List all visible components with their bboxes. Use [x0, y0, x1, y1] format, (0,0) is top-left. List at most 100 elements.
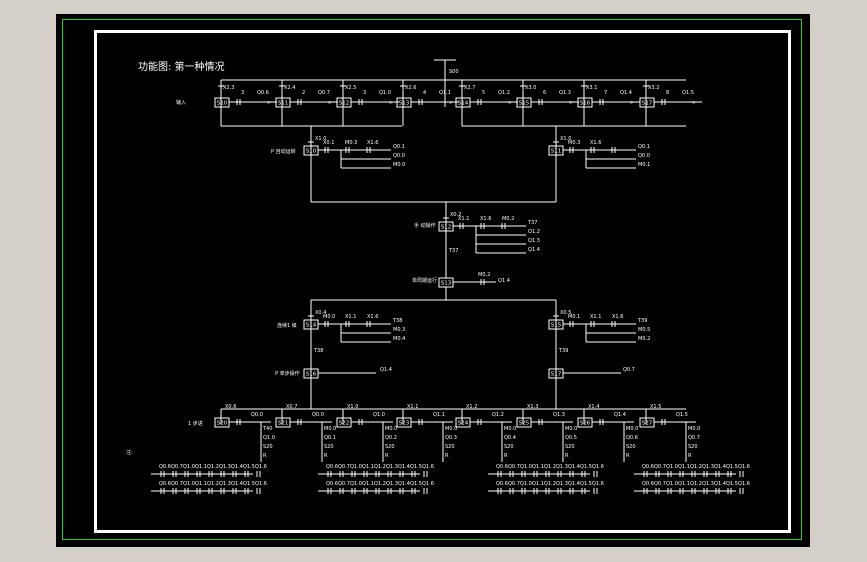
bottom-coil-7-2: S20: [688, 444, 698, 450]
bottom-coil-1-0: M0.0: [324, 426, 336, 432]
bottom-row-label-1-1-6: Q1.4: [398, 481, 410, 487]
top-arrow-3: >: [449, 100, 453, 106]
s11-step-coil-label: Q0.1: [638, 144, 650, 150]
bottom-row-label-1-1-1: Q0.7: [338, 481, 350, 487]
bottom-trans-label-2: X1.0: [347, 404, 358, 410]
s11-step-coil-0: Q0.0: [638, 153, 650, 159]
bottom-row-label-0-0-3: Q1.1: [195, 464, 207, 470]
bottom-row-label-2-0-3: Q1.1: [532, 464, 544, 470]
s15-step-trans-label: X0.5: [560, 310, 571, 316]
bottom-c1-6: Q1.4: [614, 412, 626, 418]
bottom-step-6-label: S26: [580, 421, 591, 427]
bottom-row-label-1-0-8: Q1.6: [422, 464, 434, 470]
s14-step-coil-0: M0.3: [393, 327, 405, 333]
bottom-trans-label-7: X1.5: [650, 404, 661, 410]
s14-step-trans-label: X0.4: [315, 310, 326, 316]
bottom-coil-5-3: R: [565, 453, 569, 459]
bottom-row-label-0-0-0: Q0.6: [159, 464, 171, 470]
start-step-label: S00: [449, 69, 459, 75]
bottom-c1-3: Q1.1: [433, 412, 445, 418]
bottom-row-label-3-0-6: Q1.4: [714, 464, 726, 470]
s12-step-coil-2: Q1.4: [528, 247, 540, 253]
bottom-row-label-0-0-8: Q1.6: [255, 464, 267, 470]
top-out1-3: 4: [423, 90, 426, 96]
s11-step-c2-label: X1.6: [590, 140, 601, 146]
top-out1-6: 7: [604, 90, 607, 96]
top-out2-1: Q0.7: [318, 90, 330, 96]
top-trans-label-0: X2.3: [223, 85, 234, 91]
s10-step-c3-label: X1.6: [367, 140, 378, 146]
bottom-row-label-3-1-3: Q1.1: [678, 481, 690, 487]
bottom-side-label: 1 步进: [188, 420, 203, 427]
s12-step-coil-1: Q1.3: [528, 238, 540, 244]
top-out2-7: Q1.5: [682, 90, 694, 96]
bottom-row-label-1-0-1: Q0.7: [338, 464, 350, 470]
s14-step-label: S14: [306, 323, 317, 329]
bottom-row-label-0-0-4: Q1.2: [207, 464, 219, 470]
top-step-5-label: S15: [519, 101, 530, 107]
s14-step-c3-label: X1.6: [367, 314, 378, 320]
bottom-row-label-2-1-7: Q1.5: [580, 481, 592, 487]
top-out1-4: 5: [482, 90, 485, 96]
bottom-coil-0-1: Q1.0: [263, 435, 275, 441]
s12-step-c3-label: M0.2: [502, 216, 514, 222]
bottom-row-label-0-0-7: Q1.5: [243, 464, 255, 470]
bottom-row-label-2-1-2: Q1.0: [520, 481, 532, 487]
drawing-outer-border: [62, 19, 802, 540]
bottom-coil-7-1: Q0.7: [688, 435, 700, 441]
bottom-coil-5-0: M0.0: [565, 426, 577, 432]
top-out2-2: Q1.0: [379, 90, 391, 96]
top-step-3-label: S13: [399, 101, 410, 107]
bottom-row-label-3-1-1: Q0.7: [654, 481, 666, 487]
s10-step-c2-label: M0.3: [345, 140, 357, 146]
bottom-row-label-3-0-7: Q1.5: [726, 464, 738, 470]
s10-side-label: P 自动运转: [271, 148, 296, 155]
bottom-row-label-0-1-8: Q1.6: [255, 481, 267, 487]
s16-coil-label: Q1.4: [380, 367, 392, 373]
bottom-step-7-label: S27: [642, 421, 653, 427]
s10-step-trans-label: X1.0: [315, 136, 326, 142]
bottom-row-label-1-1-3: Q1.1: [362, 481, 374, 487]
bottom-coil-3-0: M0.0: [445, 426, 457, 432]
bottom-row-label-0-1-4: Q1.2: [207, 481, 219, 487]
bottom-coil-4-0: M0.0: [504, 426, 516, 432]
bottom-row-label-2-0-1: Q0.7: [508, 464, 520, 470]
top-arrow-1: >: [328, 100, 332, 106]
top-trans-label-7: X3.2: [648, 85, 659, 91]
top-out1-0: 3: [241, 90, 244, 96]
top-trans-label-1: X2.4: [284, 85, 295, 91]
bottom-row-label-0-1-3: Q1.1: [195, 481, 207, 487]
s11-step-trans-label: X1.0: [560, 136, 571, 142]
top-arrow-4: >: [508, 100, 512, 106]
top-out1-7: 8: [666, 90, 669, 96]
bottom-trans-label-0: X0.6: [225, 404, 236, 410]
bottom-row-label-0-1-6: Q1.4: [231, 481, 243, 487]
bottom-coil-0-2: S20: [263, 444, 273, 450]
bottom-coil-6-1: Q0.6: [626, 435, 638, 441]
bottom-row-label-3-0-5: Q1.3: [702, 464, 714, 470]
bottom-row-label-0-1-2: Q1.0: [183, 481, 195, 487]
s11-step-c1-label: M0.3: [568, 140, 580, 146]
bottom-c1-7: Q1.5: [676, 412, 688, 418]
bottom-row-label-2-1-3: Q1.1: [532, 481, 544, 487]
bottom-row-label-3-1-0: Q0.6: [642, 481, 654, 487]
top-out1-2: 3: [363, 90, 366, 96]
top-out1-5: 6: [543, 90, 546, 96]
bottom-row-label-2-0-6: Q1.4: [568, 464, 580, 470]
bottom-coil-1-1: Q0.1: [324, 435, 336, 441]
bottom-row-label-1-1-0: Q0.6: [326, 481, 338, 487]
drawing-inner-border: [94, 30, 791, 533]
bottom-row-label-3-1-7: Q1.5: [726, 481, 738, 487]
top-out2-5: Q1.3: [559, 90, 571, 96]
bottom-row-label-0-1-7: Q1.5: [243, 481, 255, 487]
bottom-row-label-2-0-7: Q1.5: [580, 464, 592, 470]
s15-step-coil-1: M0.2: [638, 336, 650, 342]
top-out2-4: Q1.2: [498, 90, 510, 96]
bottom-row-label-3-0-2: Q1.0: [666, 464, 678, 470]
bottom-row-label-2-1-6: Q1.4: [568, 481, 580, 487]
bottom-coil-6-2: S20: [626, 444, 636, 450]
s12-side-label: 手 动操作: [414, 222, 436, 229]
s10-step-label: S10: [306, 149, 317, 155]
bottom-trans-label-1: X0.7: [286, 404, 297, 410]
